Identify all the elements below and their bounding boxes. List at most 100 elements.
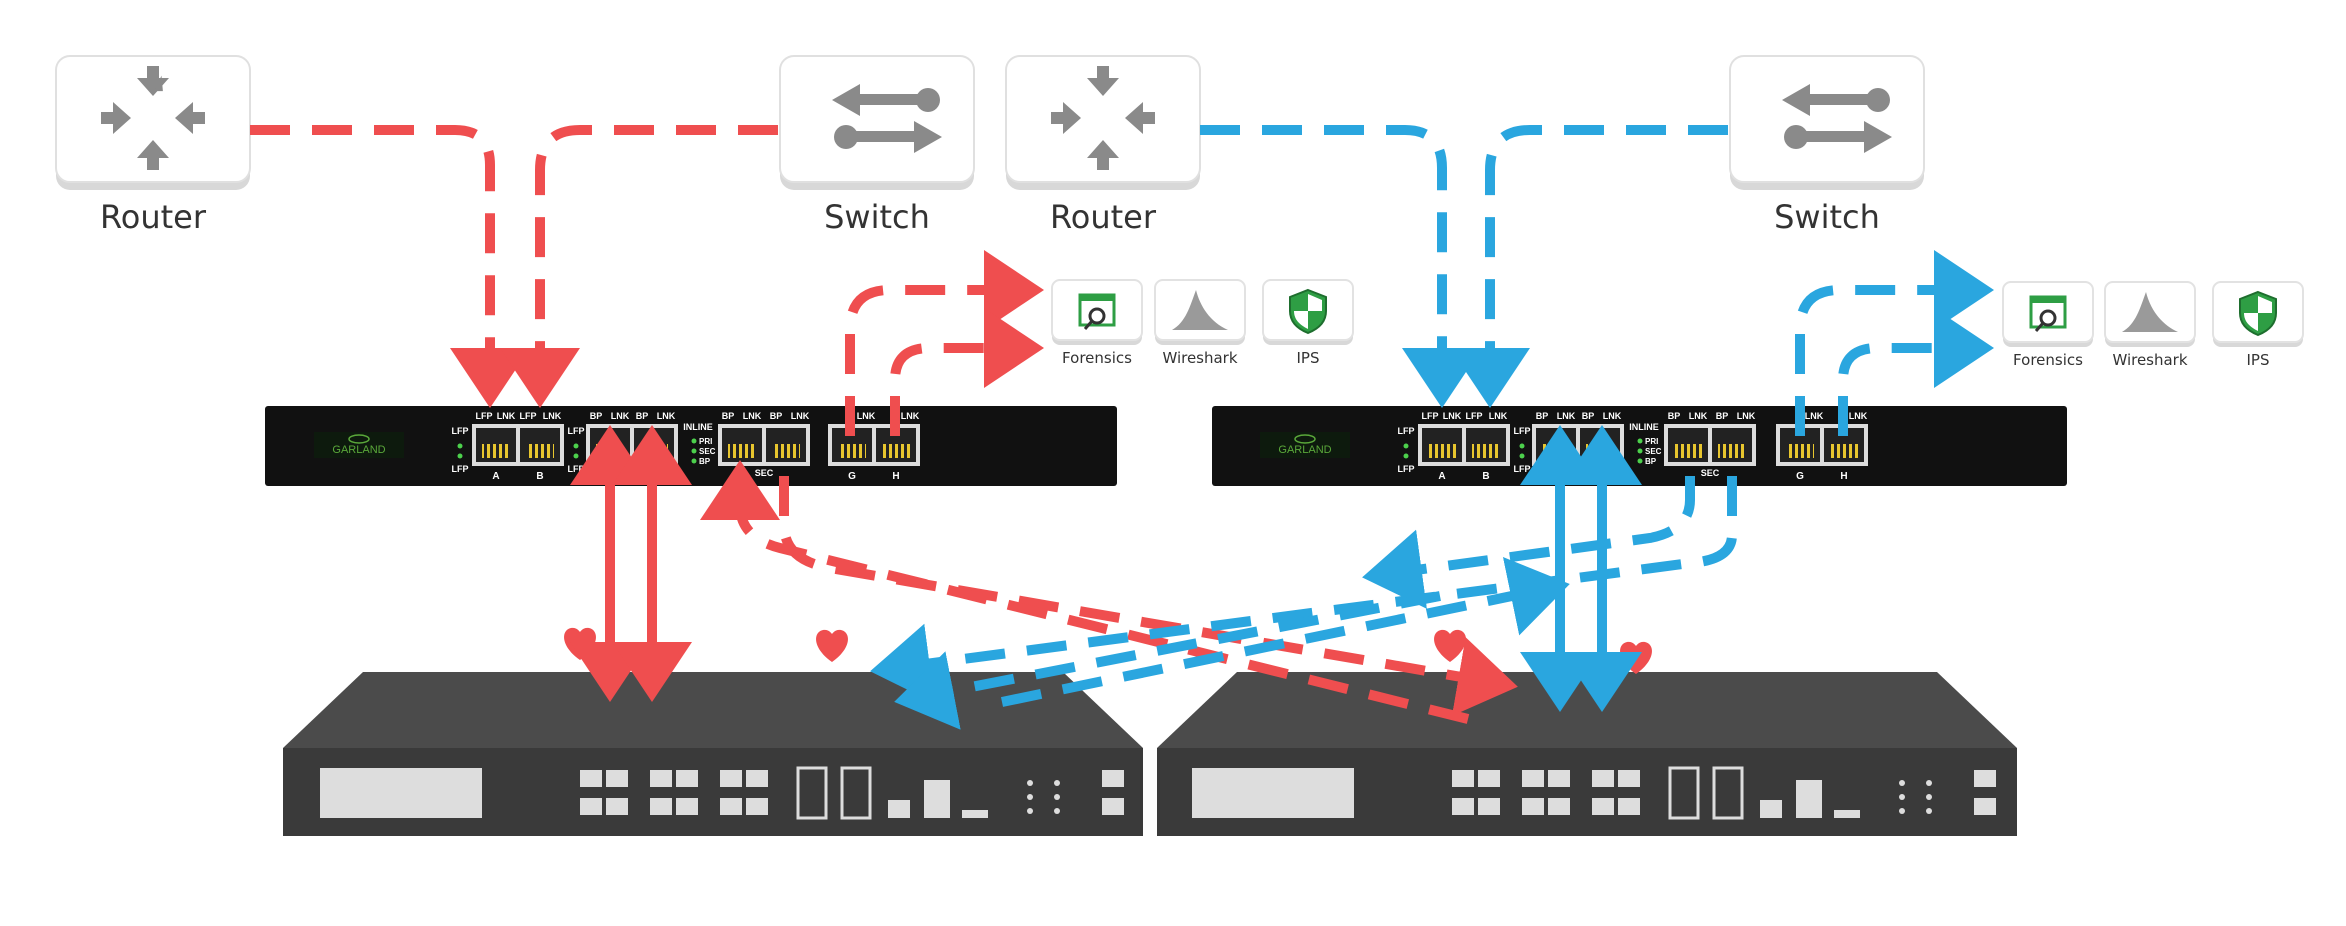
sec-port-label: SEC [755,468,774,478]
lnk-label: LNK [1603,411,1622,421]
lfp-label: LFP [568,426,585,436]
bp-label: BP [1668,411,1681,421]
port-a-label: A [1438,471,1445,482]
heart-icon [1620,641,1652,674]
blue-link [1795,250,1994,436]
port-g-label: G [848,471,856,482]
blue-link [1200,125,1482,408]
blue-link [1450,125,1728,408]
right-tap-device: GARLAND LFP LFP LFP LNK LFP LNK A B LFP … [1212,406,2067,486]
port-a-label: A [492,471,499,482]
lnk-label: LNK [857,411,876,421]
port-h-label: H [892,471,899,482]
bp-label: BP [722,411,735,421]
right-forensics-tool [2002,281,2094,347]
red-link-group [250,125,1518,724]
blue-link [1838,308,1994,436]
red-link [500,125,778,408]
inline-label: INLINE [1629,422,1659,432]
port-h-label: H [1840,471,1847,482]
router-icon [101,66,205,170]
left-switch-label: Switch [824,198,930,236]
lfp-label: LFP [1398,464,1415,474]
lfp-label: LFP [520,411,537,421]
left-tap-device: GARLAND LFP LFP LFP LNK LFP LNK A B LFP … [265,406,1117,486]
bp-label: BP [1582,411,1595,421]
blue-solid-group [1520,425,1642,712]
wireshark-fin-icon [2122,292,2178,332]
lnk-label: LNK [1805,411,1824,421]
right-ips-tool [2212,281,2304,347]
lfp-label: LFP [452,464,469,474]
red-link [845,250,1044,436]
forensics-icon [1078,293,1116,330]
red-link [890,308,1044,436]
wireshark-fin-icon [1172,290,1228,330]
lnk-label: LNK [901,411,920,421]
tap-brand-logo: GARLAND [332,444,385,456]
inline-label: INLINE [683,422,713,432]
blue-link [1362,476,1695,609]
port-b-label: B [536,471,543,482]
lfp-label: LFP [476,411,493,421]
lnk-label: LNK [1849,411,1868,421]
bp-label: BP [590,411,603,421]
left-wireshark-tool [1154,279,1246,345]
left-router-label: Router [100,198,207,236]
lnk-label: LNK [1489,411,1508,421]
left-ips-label: IPS [1297,349,1320,367]
heart-icon [1434,629,1466,662]
lfp-label: LFP [1466,411,1483,421]
left-ips-tool [1262,279,1354,345]
left-router-node [55,55,251,190]
port-b-label: B [1482,471,1489,482]
led-pri-label: PRI [699,437,712,446]
left-forensics-tool [1051,279,1143,345]
blue-link [870,476,1737,704]
lnk-label: LNK [611,411,630,421]
right-ips-label: IPS [2247,351,2270,369]
switch-icon [1782,84,1892,153]
lnk-label: LNK [1443,411,1462,421]
left-switch-node [779,55,975,190]
lnk-label: LNK [657,411,676,421]
lnk-label: LNK [543,411,562,421]
led-sec-label: SEC [1645,447,1662,456]
lnk-label: LNK [791,411,810,421]
pri-port-label: PRI [624,468,639,478]
lfp-label: LFP [1398,426,1415,436]
red-solid-group [570,425,692,702]
right-router-label: Router [1050,198,1157,236]
blue-link [1000,557,1570,707]
right-appliance [1157,672,2017,836]
lnk-label: LNK [1737,411,1756,421]
router-icon [1051,66,1155,170]
heart-icon [564,627,596,660]
led-bp-label: BP [699,457,711,466]
port-g-label: G [1796,471,1804,482]
blue-link [894,591,1441,730]
lnk-label: LNK [743,411,762,421]
right-router-node [1005,55,1201,190]
sec-port-label: SEC [1701,468,1720,478]
shield-icon [2239,290,2277,337]
switch-icon [832,84,942,153]
right-wireshark-tool [2104,281,2196,347]
right-forensics-label: Forensics [2013,351,2083,369]
right-switch-node [1729,55,1925,190]
blue-link-group [870,125,1994,730]
led-sec-label: SEC [699,447,716,456]
led-bp-label: BP [1645,457,1657,466]
lfp-label: LFP [1422,411,1439,421]
lfp-label: LFP [452,426,469,436]
lnk-label: LNK [497,411,516,421]
pri-port-label: PRI [1570,468,1585,478]
lnk-label: LNK [1557,411,1576,421]
right-switch-label: Switch [1774,198,1880,236]
heart-icon [816,629,848,662]
led-pri-label: PRI [1645,437,1658,446]
tap-brand-logo: GARLAND [1278,444,1331,456]
lfp-label: LFP [568,464,585,474]
bp-label: BP [1536,411,1549,421]
